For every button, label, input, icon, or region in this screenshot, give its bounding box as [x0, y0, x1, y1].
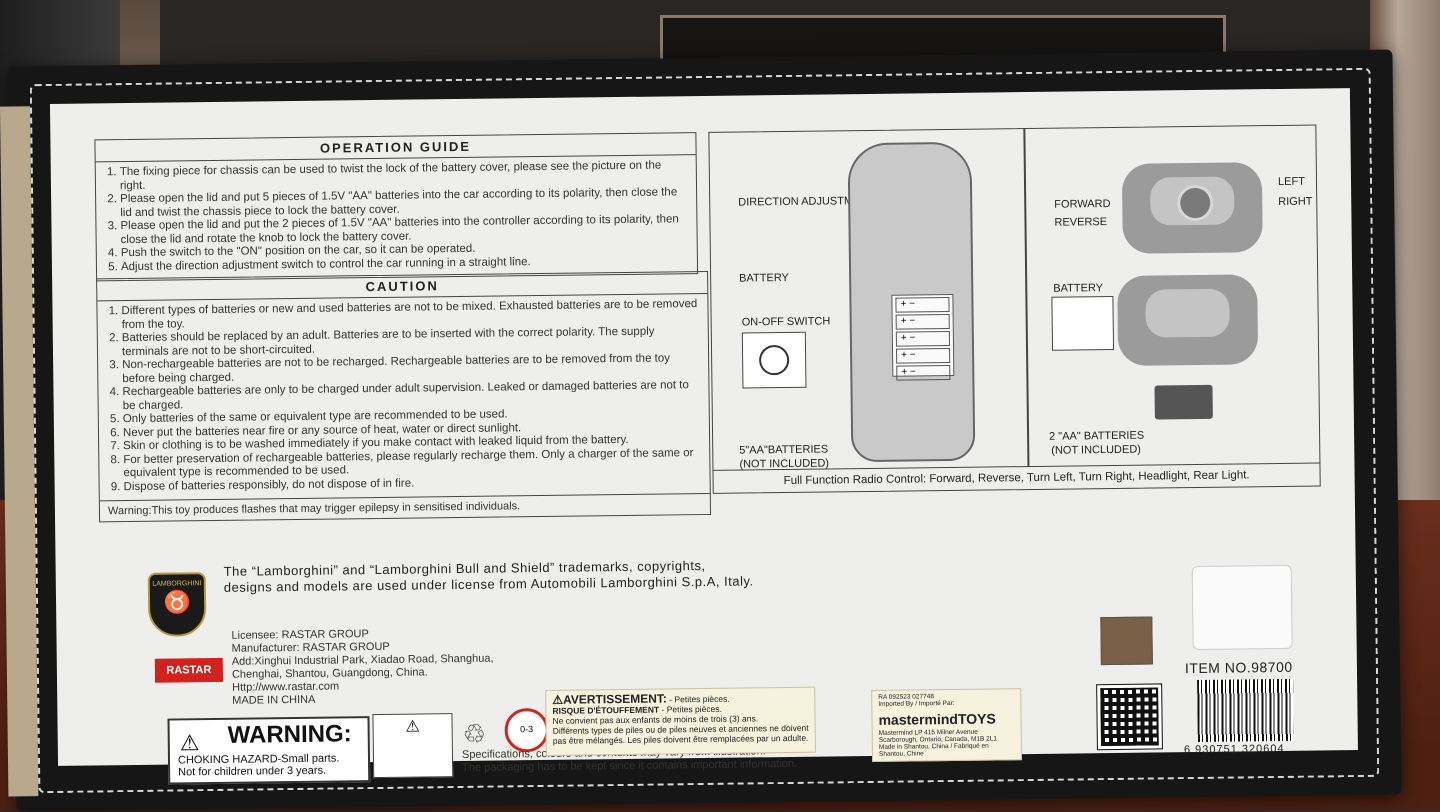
barcode-icon [1197, 678, 1294, 742]
warning-triangle-icon: ⚠ [179, 730, 200, 756]
car-diagram: + − + − + − + − + − [838, 141, 982, 464]
item-number: ITEM NO.98700 [1184, 658, 1293, 677]
no-under-3-icon: 0-3 [504, 707, 549, 753]
lamborghini-logo: LAMBORGHINI ♉ [147, 572, 207, 637]
blank-label-sticker [1191, 564, 1293, 651]
battery-cover [1154, 384, 1213, 420]
rastar-logo: RASTAR [154, 657, 224, 683]
battery-cell: + − [895, 330, 950, 347]
mastermind-sticker: RA 092523 027748 Imported By / Importé P… [871, 688, 1023, 762]
operation-guide-title: OPERATION GUIDE [95, 133, 696, 163]
label-left: LEFT [1277, 175, 1305, 188]
battery-cell: + − [896, 364, 951, 381]
operation-guide: OPERATION GUIDE The fixing piece for cha… [94, 132, 699, 282]
diagram-panel: DIRECTION ADJUSTMENT BATTERY ON-OFF SWIT… [708, 124, 1321, 494]
battery-cell: + − [895, 296, 950, 313]
controller-back-diagram [1117, 274, 1259, 366]
trademark-notice: The “Lamborghini” and “Lamborghini Bull … [223, 557, 754, 595]
car-battery-pack: + − + − + − + − + − [891, 293, 955, 381]
epilepsy-warning: Warning:This toy produces flashes that m… [99, 492, 711, 522]
label-controller-batteries: 2 "AA" BATTERIES [1049, 429, 1145, 443]
qr-code-icon [1096, 683, 1163, 751]
avertissement-sticker: ⚠AVERTISSEMENT: - Petites pièces. RISQUE… [545, 686, 816, 756]
arabic-warning: ⚠ [372, 713, 454, 779]
controller-battery-bay [1145, 288, 1230, 338]
toy-box: OPERATION GUIDE The fixing piece for cha… [0, 49, 1402, 812]
controller-front-diagram [1121, 162, 1263, 254]
box-label-panel: OPERATION GUIDE The fixing piece for cha… [49, 88, 1358, 785]
hologram-icon [1100, 616, 1153, 666]
switch-detail-icon [741, 331, 807, 389]
diagram-divider [1023, 129, 1029, 468]
choking-warning: ⚠ WARNING: CHOKING HAZARD-Small parts. N… [167, 716, 371, 785]
label-car-batteries: 5"AA"BATTERIES [739, 443, 829, 457]
label-car-battery: BATTERY [739, 271, 789, 285]
label-controller-not-included: (NOT INCLUDED) [1051, 443, 1141, 457]
battery-cell: + − [896, 347, 951, 364]
label-reverse: REVERSE [1054, 216, 1108, 229]
battery-cell: + − [895, 313, 950, 330]
warning-triangle-icon: ⚠ [405, 718, 420, 736]
barcode-number: 6 930751 320604 [1183, 742, 1285, 757]
label-controller-battery: BATTERY [1053, 282, 1104, 295]
licensee-info: Licensee: RASTAR GROUP Manufacturer: RAS… [231, 628, 494, 707]
recycle-icon: ♲ [462, 718, 487, 749]
mastermind-logo: mastermindTOYS [878, 710, 996, 728]
caution-section: CAUTION Different types of batteries or … [96, 270, 712, 523]
knob-detail-icon [1051, 295, 1115, 351]
controller-knob [1177, 184, 1214, 222]
label-forward: FORWARD [1054, 198, 1111, 211]
car-body: + − + − + − + − + − [847, 141, 976, 463]
caution-title: CAUTION [97, 271, 708, 302]
label-right: RIGHT [1278, 195, 1313, 208]
label-on-off-switch: ON-OFF SWITCH [741, 315, 831, 329]
